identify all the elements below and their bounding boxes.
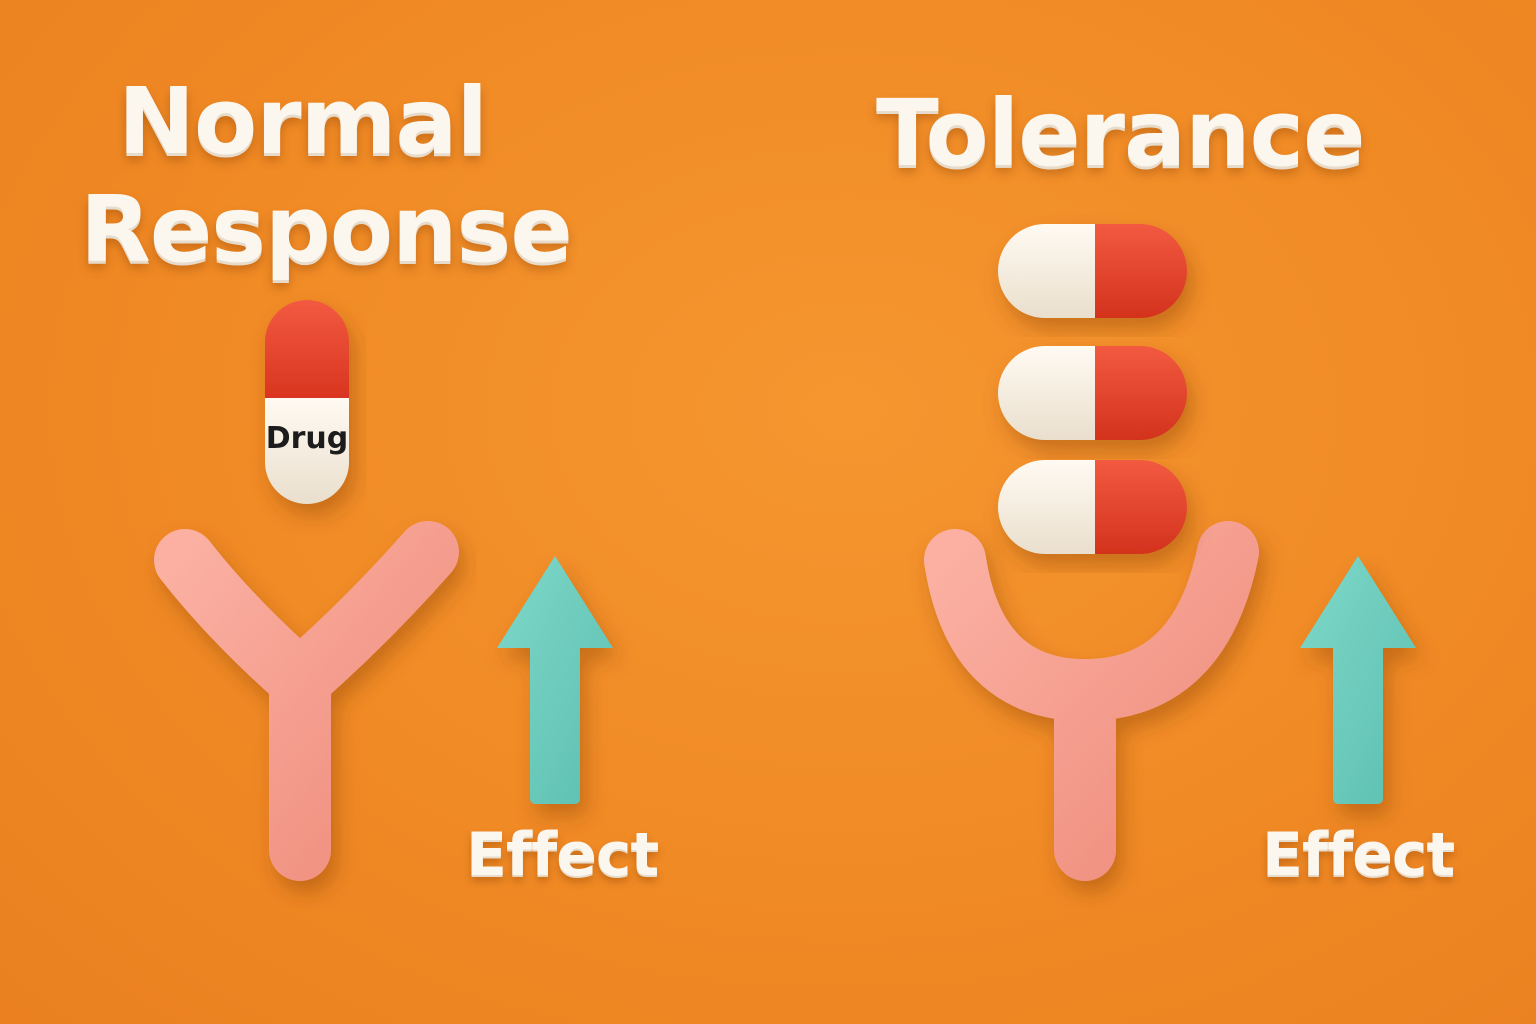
effect-arrow-up-icon-left <box>497 556 613 804</box>
drug-capsule: Drug <box>265 300 349 504</box>
capsule-stack <box>998 224 1187 554</box>
drug-label: Drug <box>266 421 349 456</box>
effect-label-left: Effect <box>466 820 659 890</box>
effect-label-right: Effect <box>1262 820 1455 890</box>
tolerance-capsule-2 <box>998 346 1187 440</box>
receptor-tolerance <box>924 521 1259 881</box>
tolerance-capsule-3 <box>998 460 1187 554</box>
receptor-normal <box>154 521 459 881</box>
normal-title-line1: Normal <box>118 68 488 175</box>
capsule-white-half <box>265 398 349 504</box>
effect-arrow-up-icon-right <box>1300 556 1416 804</box>
tolerance-capsule-1 <box>998 224 1187 318</box>
tolerance-title-text: Tolerance <box>876 80 1366 187</box>
capsule-red-half <box>265 300 349 398</box>
normal-title-line2: Response <box>80 176 573 283</box>
